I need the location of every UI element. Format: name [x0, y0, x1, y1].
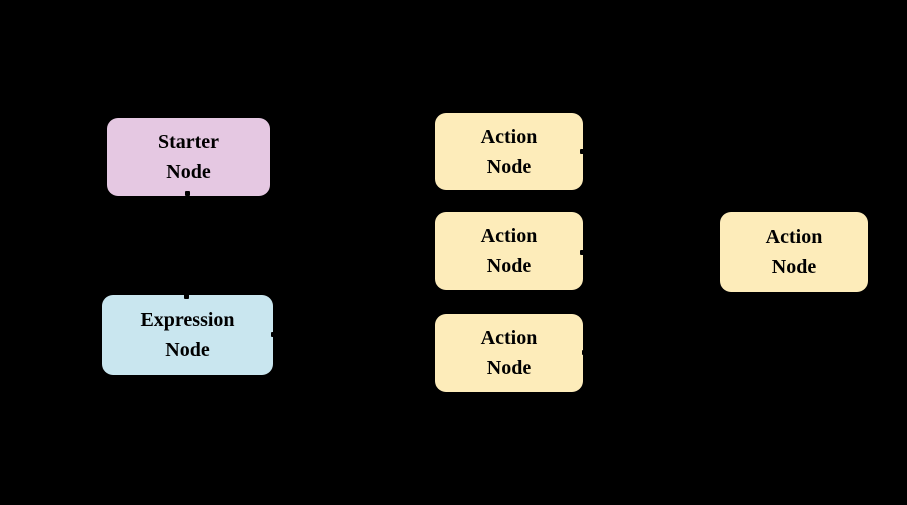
expression-node: Expression Node	[102, 295, 273, 375]
action-node-1-label: Action Node	[480, 125, 538, 178]
connector-dot	[185, 191, 190, 196]
action-node-2: Action Node	[435, 212, 583, 290]
expression-node-label: Expression Node	[140, 309, 235, 361]
action-node-4: Action Node	[720, 212, 868, 292]
action-node-3-label: Action Node	[480, 327, 538, 379]
connector-dot	[580, 149, 585, 154]
starter-node-label: Starter Node	[157, 131, 220, 183]
action-node-3: Action Node	[435, 314, 583, 392]
connector-dot	[580, 250, 585, 255]
connector-dot	[582, 350, 587, 355]
connector-dot	[271, 332, 276, 337]
connector-dot	[184, 294, 189, 299]
action-node-2-label: Action Node	[480, 225, 538, 277]
action-node-1: Action Node	[435, 113, 583, 190]
starter-node: Starter Node	[107, 118, 270, 196]
action-node-4-label: Action Node	[765, 226, 823, 278]
